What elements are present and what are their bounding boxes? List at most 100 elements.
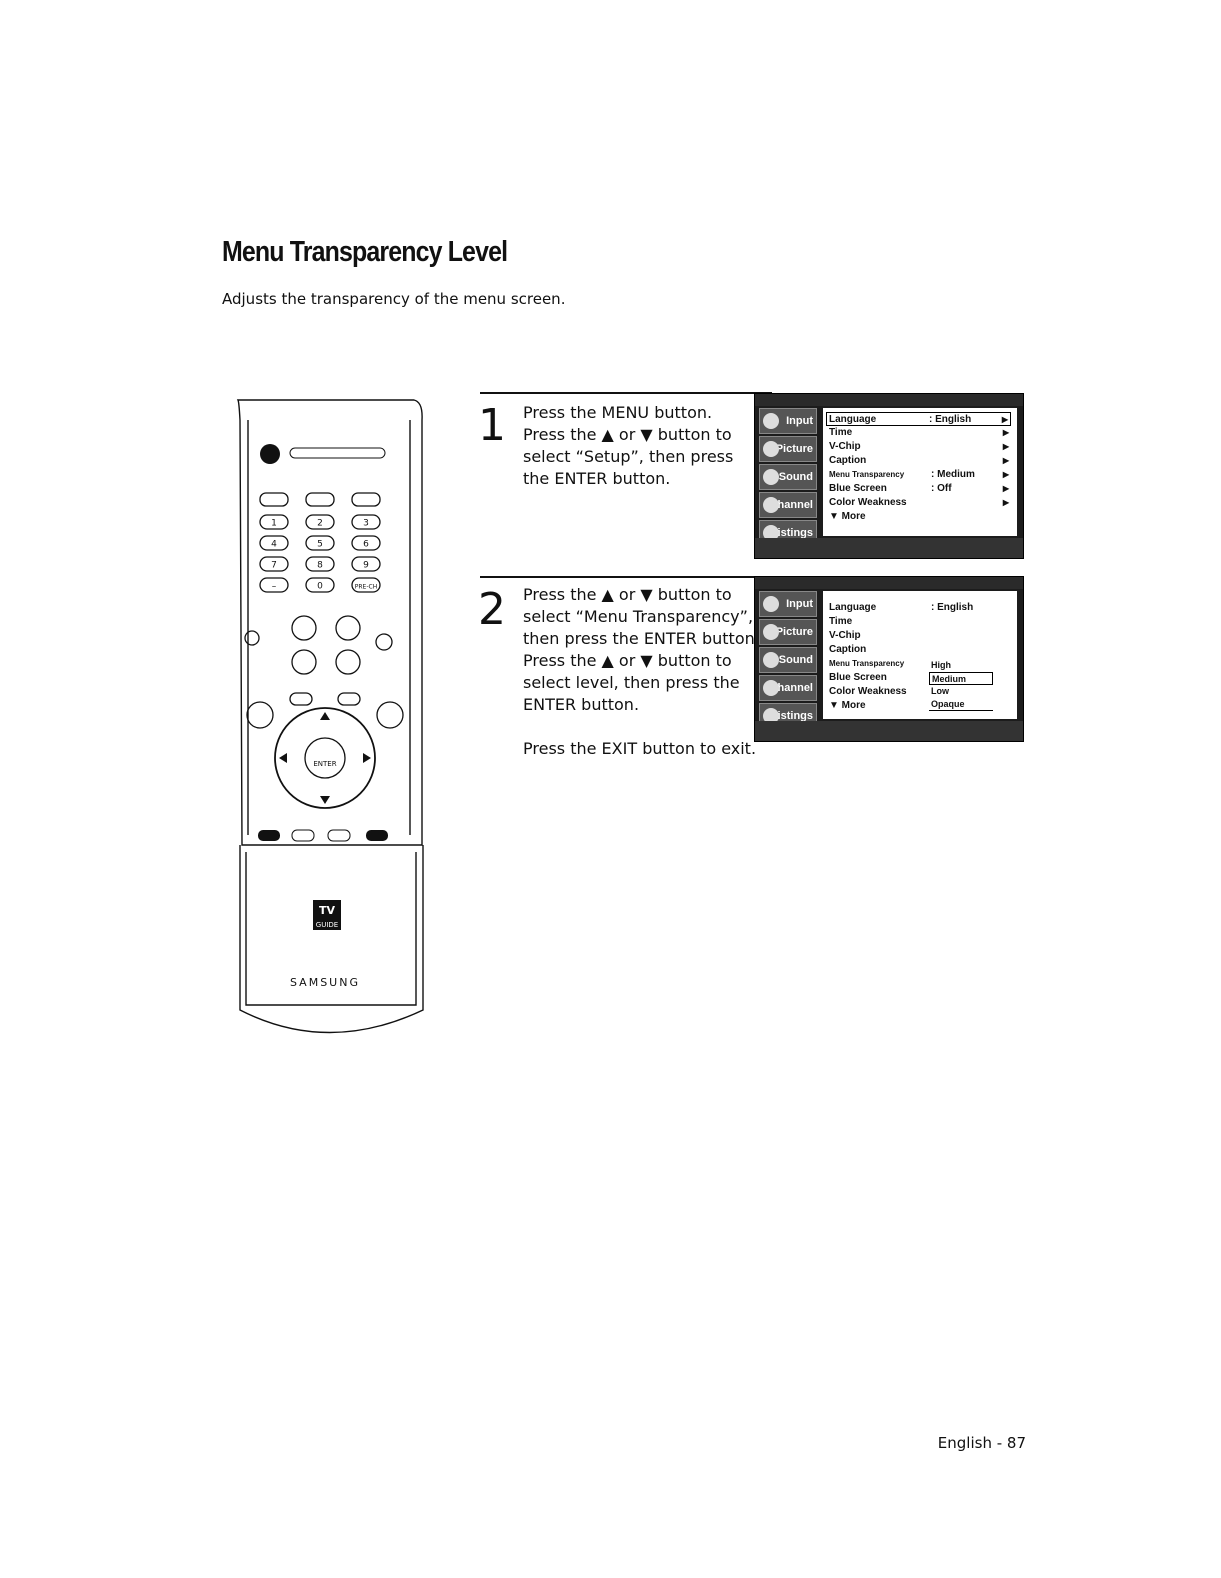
step-1-text: Press the MENU button. Press the ▲ or ▼ … [523,402,733,490]
osd-row-time: Time▶ [829,427,1009,438]
osd-tab-channel: Channel [759,492,817,518]
osd-tab-sound: Sound [759,647,817,673]
step-2-line: then press the ENTER button. [523,629,760,648]
osd-row-caption: Caption [829,644,867,655]
osd-row-time: Time [829,616,853,627]
number-key-5 [305,535,335,551]
picture-icon [763,441,779,457]
number-key-label: PRE-CH [355,584,377,591]
osd-row-color-weakness: Color Weakness [829,686,907,697]
osd-setup-panel: Language: English Time V-Chip Caption Me… [823,591,1017,719]
sound-icon [763,469,779,485]
mute-button [244,630,260,646]
step-2-number: 2 [478,584,506,635]
antenna-button [259,492,289,507]
input-icon [763,413,779,429]
number-key-label: 5 [317,540,323,550]
step-2-line: Press the ▲ or ▼ button to [523,651,732,670]
osd-tab-picture: Picture [759,619,817,645]
osd-row-blue-screen: Blue Screen [829,672,887,683]
channel-up-button [335,615,361,641]
number-key-label: 8 [317,561,323,571]
step-2-rule [480,576,772,578]
volume-up-button [291,615,317,641]
page-subtitle: Adjusts the transparency of the menu scr… [222,290,566,308]
osd-tab-channel: Channel [759,675,817,701]
tv-guide-button [305,492,335,507]
osd-option-opaque: Opaque [929,698,993,711]
osd-tab-sound: Sound [759,464,817,490]
osd-option-medium: Medium [929,672,993,685]
number-key-label: 3 [363,519,369,529]
picture-icon [763,624,779,640]
osd-setup-panel: Language: English▶ Time▶ V-Chip▶ Caption… [823,408,1017,536]
listings-icon [763,525,779,541]
number-key-label: – [272,582,277,592]
osd-row-more: ▼ More [829,700,866,711]
tv-guide-logo [313,900,341,930]
osd-row-vchip: V-Chip▶ [829,441,1009,452]
osd-tab-input: Input [759,408,817,434]
sound-icon [763,652,779,668]
mode-selector-bar [289,447,386,459]
enter-label: ENTER [313,760,336,768]
dvd-button [337,692,361,706]
number-key-11 [305,577,335,593]
number-key-8 [305,556,335,572]
number-key-3 [351,514,381,530]
osd-row-color-weakness: Color Weakness▶ [829,497,1009,508]
step-1-line: select “Setup”, then press [523,447,734,466]
fav-ch-button [258,830,280,841]
step-1-line: Press the ▲ or ▼ button to [523,425,732,444]
listings-icon [763,708,779,724]
osd-row-menu-transparency: Menu Transparency [829,659,905,668]
osd-tab-picture: Picture [759,436,817,462]
osd-row-more: ▼ More [829,511,866,522]
number-key-label: 7 [271,561,277,571]
step-1-rule [480,392,772,394]
osd-tab-input: Input [759,591,817,617]
step-2-line: Press the EXIT button to exit. [523,739,757,758]
number-key-9 [351,556,381,572]
page-title: Menu Transparency Level [222,236,508,268]
brand-label: SAMSUNG [290,976,360,989]
dnie-button [327,829,351,842]
number-key-7 [259,556,289,572]
number-key-label: 6 [363,540,369,550]
number-key-10 [259,577,289,593]
step-2-line: ENTER button. [523,695,640,714]
channel-icon [763,497,779,513]
input-icon [763,596,779,612]
osd-row-language: Language: English [829,602,974,613]
exit-button [376,701,404,729]
step-1-line: the ENTER button. [523,469,671,488]
number-key-label: 1 [271,519,277,529]
number-key-6 [351,535,381,551]
pmode-button [366,830,388,841]
menu-button [246,701,274,729]
osd-screen-2: Input Picture Sound Channel Listings Lan… [754,576,1024,742]
osd-row-caption: Caption▶ [829,455,1009,466]
enter-button [304,737,346,779]
navigation-ring [274,707,376,809]
osd-option-low: Low [931,686,949,696]
step-1-number: 1 [478,400,506,451]
osd-row-blue-screen: Blue Screen: Off▶ [829,483,1009,494]
number-key-12 [351,577,381,593]
anynet-button [289,692,313,706]
number-key-label: 2 [317,519,323,529]
osd-option-high: High [931,660,951,670]
step-2-line: Press the ▲ or ▼ button to [523,585,732,604]
number-key-label: 9 [363,561,369,571]
number-key-label: 0 [317,582,323,592]
number-key-label: 4 [271,540,277,550]
step-2-text: Press the ▲ or ▼ button to select “Menu … [523,584,760,760]
volume-down-button [291,649,317,675]
tv-guide-logo-bottom: GUIDE [316,921,338,929]
number-key-2 [305,514,335,530]
osd-screen-1: Input Picture Sound Channel Listings Lan… [754,393,1024,559]
number-keypad: 1 2 3 4 5 6 7 8 9 – 0 PRE-CH [259,514,381,593]
number-key-4 [259,535,289,551]
page-footer: English - 87 [937,1434,1026,1452]
